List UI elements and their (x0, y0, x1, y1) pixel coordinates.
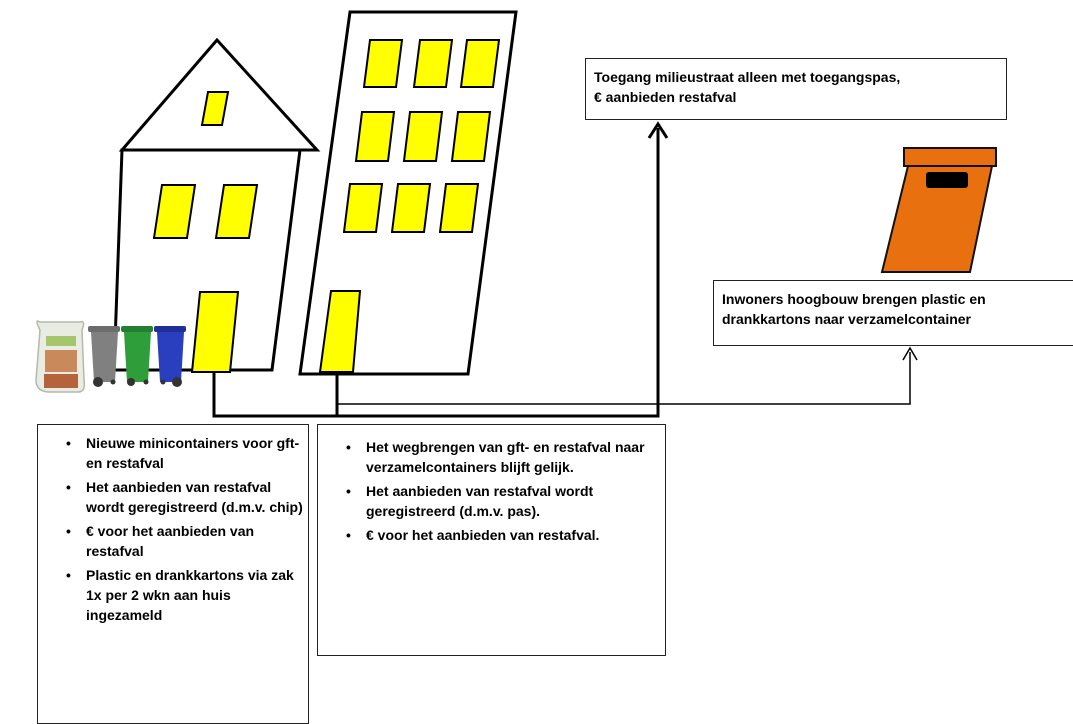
laagbouw-info-box: Nieuwe minicontainers voor gft- en resta… (37, 424, 309, 724)
collection-container-icon (880, 147, 997, 273)
apartment-building-icon (298, 10, 518, 376)
callout-line: Toegang milieustraat alleen met toegangs… (594, 69, 901, 85)
blue-bin-icon (154, 326, 186, 387)
arrowhead-up-small-icon (902, 346, 918, 361)
arrowhead-up-icon (647, 121, 669, 139)
house-icon (112, 37, 321, 373)
grey-bin-icon (88, 326, 120, 387)
green-bin-icon (121, 326, 153, 386)
bullet-list: Het wegbrengen van gft- en restafval naa… (322, 437, 661, 545)
list-item: Het aanbieden van restafval wordt geregi… (42, 477, 304, 517)
callout-hoogbouw: Inwoners hoogbouw brengen plastic en dra… (713, 280, 1073, 346)
connector-to-milieustraat (212, 128, 660, 418)
list-item: Het aanbieden van restafval wordt geregi… (322, 481, 661, 521)
list-item: Plastic en drankkartons via zak 1x per 2… (42, 565, 304, 625)
waste-bag-icon (35, 320, 86, 393)
bullet-list: Nieuwe minicontainers voor gft- en resta… (42, 433, 304, 625)
list-item: Het wegbrengen van gft- en restafval naa… (322, 437, 661, 477)
callout-milieustraat: Toegang milieustraat alleen met toegangs… (585, 58, 1007, 120)
callout-line: drankkartons naar verzamelcontainer (722, 311, 971, 327)
list-item: € voor het aanbieden van restafval. (322, 525, 661, 545)
list-item: Nieuwe minicontainers voor gft- en resta… (42, 433, 304, 473)
connector-lines (212, 128, 911, 418)
connector-to-container (337, 352, 911, 405)
list-item: € voor het aanbieden van restafval (42, 521, 304, 561)
callout-line: Inwoners hoogbouw brengen plastic en (722, 291, 986, 307)
callout-line: € aanbieden restafval (594, 89, 737, 105)
hoogbouw-info-box: Het wegbrengen van gft- en restafval naa… (317, 424, 666, 656)
